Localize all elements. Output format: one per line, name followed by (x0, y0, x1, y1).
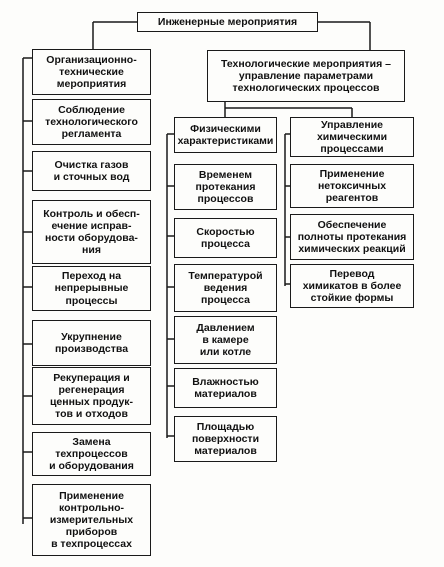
left-item: Применение контрольно- измерительных при… (32, 484, 151, 556)
physical-item: Влажностью материалов (174, 368, 277, 408)
chemical-item: Обеспечение полноты протекания химически… (290, 214, 414, 260)
left-item: Переход на непрерывные процессы (32, 266, 151, 311)
physical-header: Физическими характеристиками (174, 117, 277, 153)
physical-item: Временем протекания процессов (174, 164, 277, 210)
left-item: Замена техпроцессов и оборудования (32, 432, 151, 476)
left-item: Соблюдение технологического регламента (32, 99, 151, 145)
org-tech-header: Организационно- технические мероприятия (32, 49, 151, 95)
left-item: Очистка газов и сточных вод (32, 151, 151, 191)
left-item: Укрупнение производства (32, 320, 151, 366)
chemical-item: Перевод химикатов в более стойкие формы (290, 264, 414, 308)
physical-item: Давлением в камере или котле (174, 316, 277, 364)
chemical-item: Применение нетоксичных реагентов (290, 164, 414, 208)
physical-item: Площадью поверхности материалов (174, 416, 277, 462)
root-node: Инженерные мероприятия (137, 12, 318, 32)
left-item: Контроль и обесп- ечение исправ- ности о… (32, 200, 151, 264)
physical-item: Скоростью процесса (174, 218, 277, 258)
tech-header: Технологические мероприятия – управление… (207, 50, 405, 102)
left-item: Рекуперация и регенерация ценных продук-… (32, 367, 151, 425)
physical-item: Температурой ведения процесса (174, 264, 277, 312)
chemical-header: Управление химическими процессами (290, 117, 414, 157)
